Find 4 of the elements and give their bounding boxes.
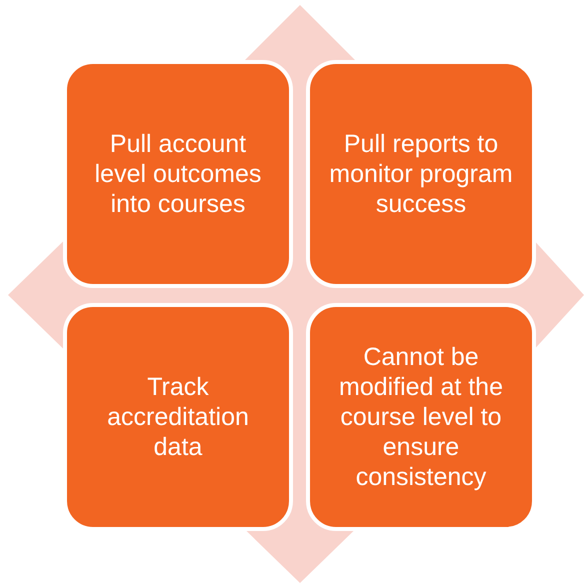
box-text: Track accreditation data bbox=[106, 372, 250, 462]
box-text: Pull account level outcomes into courses bbox=[94, 129, 262, 219]
box-text: Pull reports to monitor program success bbox=[328, 129, 514, 219]
box-text: Cannot be modified at the course level to ensure consistency bbox=[338, 342, 504, 492]
